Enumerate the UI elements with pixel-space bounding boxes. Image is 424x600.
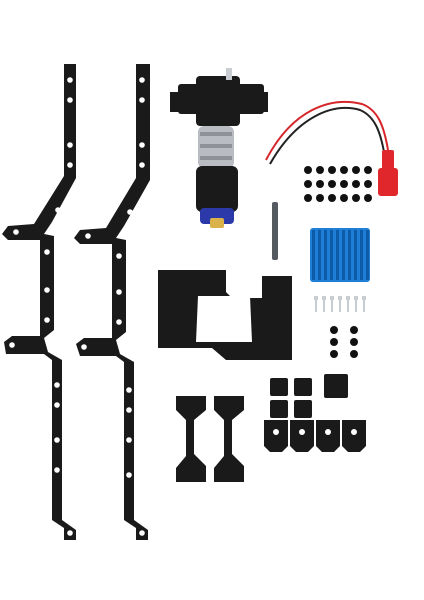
black-screw [340, 194, 348, 202]
silver-screw-shaft [339, 300, 341, 312]
rail-hole [126, 387, 132, 393]
steel-pin [272, 202, 278, 260]
black-screw [304, 180, 312, 188]
black-screw [352, 180, 360, 188]
black-screw [330, 326, 338, 334]
silver-screw [314, 296, 318, 300]
rail-hole [54, 437, 60, 443]
link-mount [316, 420, 340, 452]
black-screw [350, 338, 358, 346]
rail-hole [116, 253, 122, 259]
silver-screw-shaft [347, 300, 349, 312]
rail-hole [13, 229, 19, 235]
silver-screws [314, 296, 366, 312]
rail-hole [44, 317, 50, 323]
silver-screw [354, 296, 358, 300]
silver-screw [330, 296, 334, 300]
black-screw [350, 326, 358, 334]
rail-hole [126, 437, 132, 443]
rail-hole [139, 142, 145, 148]
skid-plate [158, 270, 292, 360]
black-screw [340, 180, 348, 188]
gearbox-motor [170, 68, 268, 228]
black-screw [316, 194, 324, 202]
silver-screw-shaft [315, 300, 317, 312]
link-mount-hole [273, 429, 279, 435]
rail-holes [9, 77, 145, 536]
black-screws [304, 166, 372, 358]
heatsink [310, 228, 370, 282]
black-screw [330, 338, 338, 346]
square-spacers [270, 374, 348, 418]
black-screw [364, 194, 372, 202]
shock-mounts [176, 396, 244, 482]
silver-screw [338, 296, 342, 300]
rail-hole [85, 233, 91, 239]
black-screw [330, 350, 338, 358]
link-mount [264, 420, 288, 452]
rail-hole [81, 344, 87, 350]
rail-hole [139, 97, 145, 103]
black-screw [352, 194, 360, 202]
rail-hole [67, 77, 73, 83]
rail-hole [67, 97, 73, 103]
black-screw [340, 166, 348, 174]
black-screw [350, 350, 358, 358]
rail-hole [54, 382, 60, 388]
black-screw [328, 180, 336, 188]
black-screw [328, 194, 336, 202]
rail-hole [9, 342, 15, 348]
silver-screw [362, 296, 366, 300]
rail-hole [116, 319, 122, 325]
silver-screw [346, 296, 350, 300]
rail-hole [126, 472, 132, 478]
black-screw [352, 166, 360, 174]
rail-hole [116, 289, 122, 295]
black-screw [304, 166, 312, 174]
rail-hole [139, 162, 145, 168]
silver-screw [322, 296, 326, 300]
rail-hole [44, 249, 50, 255]
rail-hole [55, 207, 61, 213]
motor-wires [265, 100, 389, 165]
link-mount [342, 420, 366, 452]
silver-screw-shaft [331, 300, 333, 312]
red-connector [378, 150, 398, 196]
rail-hole [67, 162, 73, 168]
rail-hole [127, 209, 133, 215]
link-mounts [264, 420, 366, 452]
black-screw [364, 180, 372, 188]
silver-screw-shaft [355, 300, 357, 312]
black-screw [364, 166, 372, 174]
rail-hole [126, 407, 132, 413]
rail-hole [54, 402, 60, 408]
rail-hole [54, 467, 60, 473]
rail-hole [139, 530, 145, 536]
black-screw [316, 180, 324, 188]
link-mount-hole [351, 429, 357, 435]
black-screw [328, 166, 336, 174]
chassis-rail-left [2, 64, 76, 540]
chassis-rail-right [74, 64, 150, 540]
rail-hole [67, 530, 73, 536]
silver-screw-shaft [323, 300, 325, 312]
black-screw [304, 194, 312, 202]
rail-hole [139, 77, 145, 83]
link-mount-hole [299, 429, 305, 435]
link-mount [290, 420, 314, 452]
rail-hole [44, 287, 50, 293]
silver-screw-shaft [363, 300, 365, 312]
black-screw [316, 166, 324, 174]
rail-hole [67, 142, 73, 148]
link-mount-hole [325, 429, 331, 435]
